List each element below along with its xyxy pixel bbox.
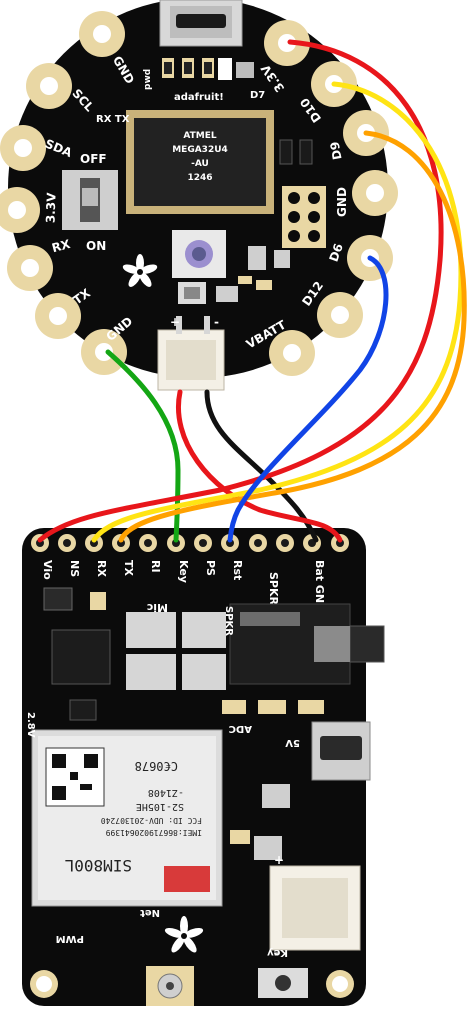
battery-plus-label: +	[170, 315, 180, 329]
chip-line-4: 1246	[187, 173, 212, 183]
pad-3v3-left: 3.3V	[43, 192, 58, 224]
header-label-ri: RI	[149, 560, 162, 573]
mic-label: Mic	[147, 601, 168, 614]
fona-board: Vio NS RX TX RI Key PS Rst SPKR Bat GND …	[22, 528, 385, 1006]
fona-battery-plus: +	[274, 853, 284, 867]
sim800l-brand: SIM800L	[65, 856, 132, 875]
wire-yellow-rx	[91, 81, 464, 543]
header-label-ns: NS	[68, 560, 81, 577]
flora-power-switch[interactable]	[62, 170, 118, 230]
header-label-rx: RX	[95, 560, 108, 577]
rxtx-led-label: RX TX	[96, 114, 130, 125]
wire-blue-rst	[227, 255, 389, 543]
flora-board: ATMEL MEGA32U4 -AU 1246 OFF ON	[0, 0, 398, 391]
flora-icsp-header	[282, 186, 326, 248]
flora-microcontroller-chip: ATMEL MEGA32U4 -AU 1246	[126, 110, 274, 214]
switch-off-label: OFF	[80, 152, 107, 166]
header-label-spkr: SPKR	[267, 572, 280, 606]
switch-on-label: ON	[86, 239, 106, 253]
fona-header-pins	[31, 534, 349, 552]
simcom-logo	[164, 866, 210, 892]
v28-label: 2.8V	[25, 712, 36, 738]
fona-antenna-connector	[146, 966, 194, 1006]
key-label: Key	[267, 947, 288, 958]
flora-flower-logo	[122, 254, 158, 287]
spkr-pins-label: SPKR	[223, 606, 234, 636]
flora-pad-ring	[0, 11, 398, 376]
sim800l-ce: C€0678	[135, 759, 178, 773]
wire-red-vio	[37, 39, 444, 543]
flora-battery-connector	[157, 316, 225, 391]
pad-d6: D6	[327, 242, 346, 264]
fona-battery-connector	[269, 865, 361, 951]
fona-flower-logo	[164, 916, 204, 953]
fona-smd-parts	[43, 587, 324, 860]
header-label-tx: TX	[122, 560, 135, 577]
wire-orange-tx	[118, 130, 467, 543]
header-label-ps: PS	[204, 560, 217, 576]
fona-battery-minus: -	[274, 947, 279, 961]
wires	[37, 39, 467, 543]
fona-micro-usb	[311, 721, 371, 781]
v5-label: 5V	[285, 737, 300, 748]
chip-line-2: MEGA32U4	[172, 145, 228, 155]
pwm-label: PWM	[56, 933, 84, 944]
pwd-label: pwd	[143, 69, 153, 90]
net-label: Net	[140, 907, 160, 918]
fona-mounting-holes	[30, 970, 354, 998]
sim800l-date: -Z1408	[148, 787, 184, 798]
wire-green-key	[105, 349, 181, 543]
pad-d9: D9	[328, 140, 345, 160]
flora-rgb-led	[172, 230, 226, 278]
sim800l-fcc: FCC ID: UDV-201307240	[101, 816, 202, 825]
d7-label: D7	[250, 90, 265, 101]
wire-red-battery	[176, 389, 343, 543]
chip-line-3: -AU	[191, 159, 209, 169]
sim800l-module: SIM800L C€0678 S2-105HE -Z1408 FCC ID: U…	[31, 729, 223, 907]
battery-minus-label: -	[214, 315, 219, 329]
chip-line-1: ATMEL	[183, 131, 217, 141]
pad-rx: RX	[50, 237, 72, 256]
flora-brand: adafruit!	[174, 92, 224, 103]
sim800l-model: S2-105HE	[136, 801, 184, 812]
pad-gnd-right: GND	[335, 187, 349, 217]
header-label-vio: Vio	[41, 560, 54, 580]
header-label-key: Key	[177, 560, 190, 583]
sim800l-imei: IMEI:866719020641399	[105, 828, 202, 837]
adc-label: ADC	[229, 723, 252, 734]
header-label-rst: Rst	[231, 560, 244, 580]
fona-audio-jack	[229, 603, 385, 685]
